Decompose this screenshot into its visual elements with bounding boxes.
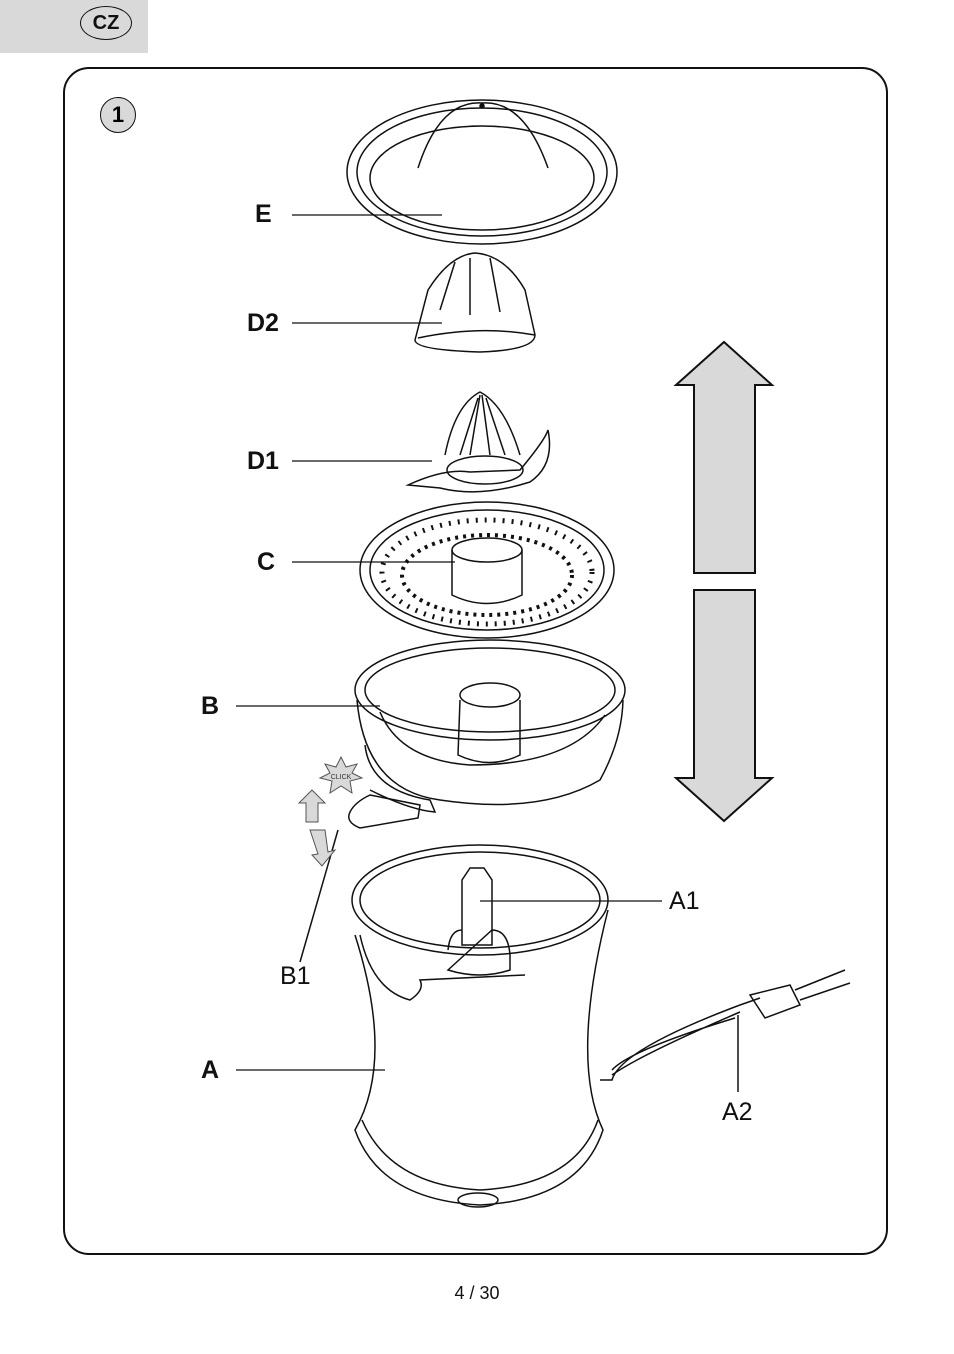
part-e-lid <box>346 99 618 245</box>
label-b1: B1 <box>280 962 311 990</box>
figure-number: 1 <box>100 97 136 133</box>
label-d2: D2 <box>247 309 279 337</box>
part-a2-cord <box>600 969 851 1092</box>
rotate-arrows-icon <box>297 789 337 867</box>
click-badge-text: CLICK <box>331 774 352 781</box>
label-a1: A1 <box>669 887 700 915</box>
language-badge: CZ <box>80 6 132 40</box>
label-c: C <box>257 548 276 576</box>
part-a-base <box>351 844 609 1208</box>
part-a1-shaft <box>446 867 511 976</box>
language-tab: CZ <box>0 0 148 53</box>
page-number: 4 / 30 <box>454 1283 500 1303</box>
part-b-bowl <box>354 639 626 813</box>
part-c-sieve <box>359 501 615 639</box>
part-d1-small-cone <box>405 391 551 493</box>
leader-lines <box>236 214 662 1071</box>
figure-frame <box>63 67 888 1255</box>
label-a: A <box>201 1056 220 1084</box>
assembly-direction-arrow-icon <box>673 340 775 823</box>
part-d2-large-cone <box>414 252 536 353</box>
label-a2: A2 <box>722 1098 753 1126</box>
label-d1: D1 <box>247 447 279 475</box>
label-e: E <box>255 200 272 228</box>
label-b: B <box>201 692 220 720</box>
click-star-icon: CLICK <box>318 755 364 795</box>
